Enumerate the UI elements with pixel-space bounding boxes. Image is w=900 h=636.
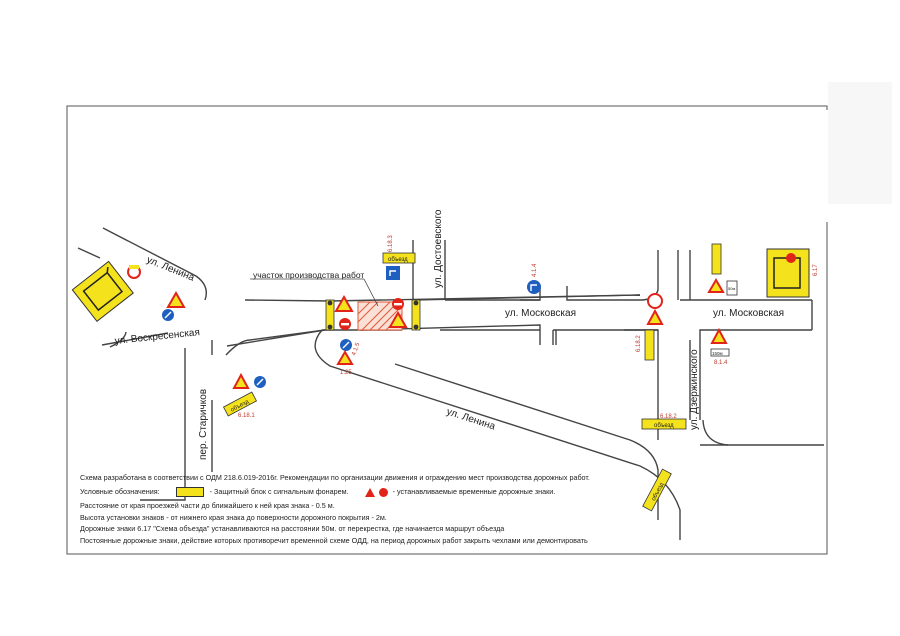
- street-staritskov: пер. Старичков: [198, 389, 209, 460]
- work-zone: [357, 301, 403, 331]
- roadworks-triangle-sign-2: [334, 294, 354, 312]
- no-entry-sign-1: [339, 318, 351, 330]
- detour-arrow-sign-diagonal: объезд: [642, 468, 672, 512]
- mandatory-blue-sign-1: [162, 309, 174, 321]
- note-line-3: Расстояние от края проезжей части до бли…: [80, 501, 335, 510]
- detour-arrow-sign-top: объезд: [382, 252, 416, 264]
- street-moskovskaya-right: ул. Московская: [713, 308, 784, 319]
- work-zone-leader-2: [363, 278, 379, 307]
- sign-code-2: 1.25: [340, 370, 352, 376]
- road-edges: [77, 227, 824, 540]
- street-dostoevskogo: ул. Достоевского: [433, 209, 444, 288]
- sign-code-8: 6.18.2: [660, 414, 677, 420]
- detour-scheme-sign-right: [766, 248, 810, 298]
- legend-label: Условные обозначения:: [80, 487, 160, 496]
- svg-text:объезд: объезд: [654, 423, 674, 429]
- no-entry-sign-2: [392, 298, 404, 310]
- roadworks-triangle-sign-8: [710, 327, 728, 344]
- sign-code-5: 6.18.1: [238, 413, 255, 419]
- detour-arrow-sign-horizontal: объезд: [641, 418, 687, 430]
- roadworks-triangle-sign-7: [707, 278, 725, 293]
- detour-scheme-sign-left: [71, 260, 134, 323]
- street-moskovskaya-mid: ул. Московская: [505, 308, 576, 319]
- sign-code-1: 6.18.3: [388, 235, 394, 252]
- roadworks-triangle-sign-3: [388, 310, 408, 328]
- note-line-6: Постоянные дорожные знаки, действие кото…: [80, 536, 588, 545]
- distance-plate-50: 50м: [726, 280, 738, 296]
- mandatory-blue-sign-moskovskaya: [527, 280, 541, 294]
- street-dzerzhinskogo: ул. Дзержинского: [689, 349, 700, 430]
- sign-code-6: 8.1.4: [714, 360, 728, 366]
- roadworks-triangle-sign-5: [232, 372, 250, 389]
- distance-plate-150: 150м: [710, 348, 730, 357]
- sign-code-7: 6.17: [813, 264, 819, 276]
- street-lenina-bottom: ул. Ленина: [445, 406, 497, 432]
- speed-limit-sign: [127, 265, 141, 279]
- no-entry-icon: [378, 487, 388, 497]
- roadworks-triangle-sign-1: [166, 290, 186, 308]
- mandatory-blue-sign-dostoevskogo: [386, 266, 400, 280]
- mandatory-blue-sign-2: [340, 339, 352, 351]
- sign-code-4: 6.18.2: [636, 335, 642, 352]
- sign-code-9: 4.1.4: [532, 263, 538, 277]
- roadworks-triangle-sign-6: [646, 308, 664, 325]
- detour-arrow-sign-vertical-1: [644, 329, 655, 361]
- svg-text:150м: 150м: [712, 351, 723, 356]
- sheet-frame: [66, 105, 828, 555]
- blank-patch: [828, 82, 892, 204]
- street-voskresenskaya: ул. Воскресенская: [114, 327, 200, 347]
- roadworks-triangle-sign-4: [336, 350, 354, 365]
- detour-arrow-sign-vertical-2: [711, 243, 722, 275]
- note-line-4: Высота установки знаков - от нижнего кра…: [80, 513, 387, 522]
- legend-signs-text: - устанавливаемые временные дорожные зна…: [392, 487, 556, 496]
- warning-triangle-icon: [364, 487, 375, 497]
- svg-text:объезд: объезд: [388, 257, 408, 263]
- mandatory-blue-sign-3: [254, 376, 266, 388]
- legend-block-text: - Защитный блок с сигнальным фонарем.: [209, 487, 349, 496]
- note-line-5: Дорожные знаки 6.17 "Схема объезда" уста…: [80, 524, 505, 533]
- no-entry-outline-sign: [647, 293, 663, 309]
- title-blank: [76, 110, 828, 222]
- protective-block-icon: [175, 487, 204, 498]
- sign-code-3: 4.1.5: [351, 341, 361, 356]
- protective-blocks: [325, 299, 421, 331]
- note-line-1: Схема разработана в соответствии с ОДМ 2…: [80, 473, 590, 482]
- svg-text:50м: 50м: [728, 286, 735, 291]
- legend-row: Условные обозначения: - Защитный блок с …: [80, 487, 556, 498]
- street-lenina-top: ул. Ленина: [145, 255, 196, 284]
- work-zone-label: участок производства работ: [253, 270, 364, 280]
